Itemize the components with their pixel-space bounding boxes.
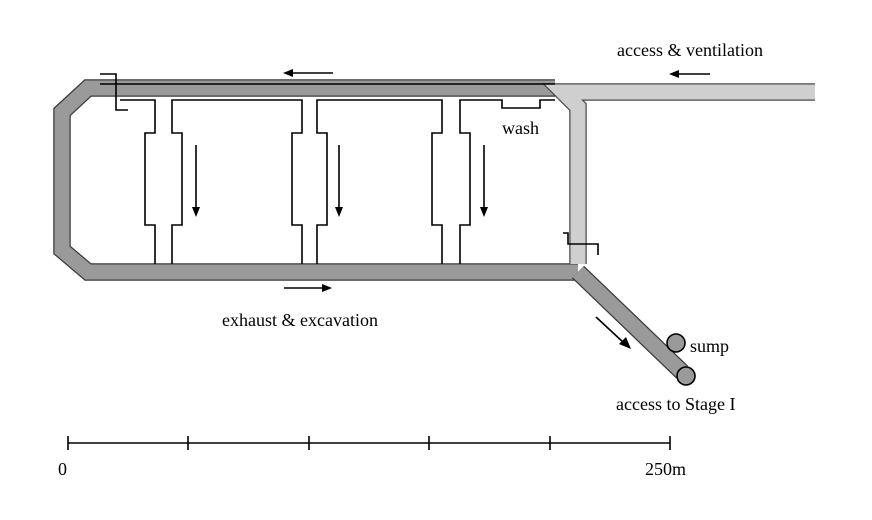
chamber-arrow-3 bbox=[480, 145, 488, 217]
scale-bar bbox=[67, 436, 671, 450]
access-ventilation-label: access & ventilation bbox=[617, 40, 763, 60]
stage-access-shaft-icon bbox=[676, 366, 696, 386]
chamber-arrow-1 bbox=[192, 145, 200, 217]
stage-access-arrow bbox=[595, 316, 631, 349]
chamber-arrow-2 bbox=[335, 145, 343, 217]
sump-label: sump bbox=[690, 336, 729, 356]
exhaust-gallery bbox=[53, 79, 689, 379]
scale-start-label: 0 bbox=[58, 459, 67, 479]
access-stage-label: access to Stage I bbox=[616, 394, 735, 414]
wash-label: wash bbox=[502, 118, 539, 138]
scale-end-label: 250m bbox=[645, 459, 686, 479]
sump-shaft-icon bbox=[666, 333, 686, 353]
airflow-arrow-top-right bbox=[669, 70, 710, 78]
exhaust-excavation-label: exhaust & excavation bbox=[222, 310, 378, 330]
access-gallery bbox=[541, 83, 815, 264]
airflow-arrow-top-left bbox=[283, 69, 333, 77]
chamber-outlines bbox=[100, 73, 599, 264]
exhaust-arrow bbox=[284, 284, 332, 292]
